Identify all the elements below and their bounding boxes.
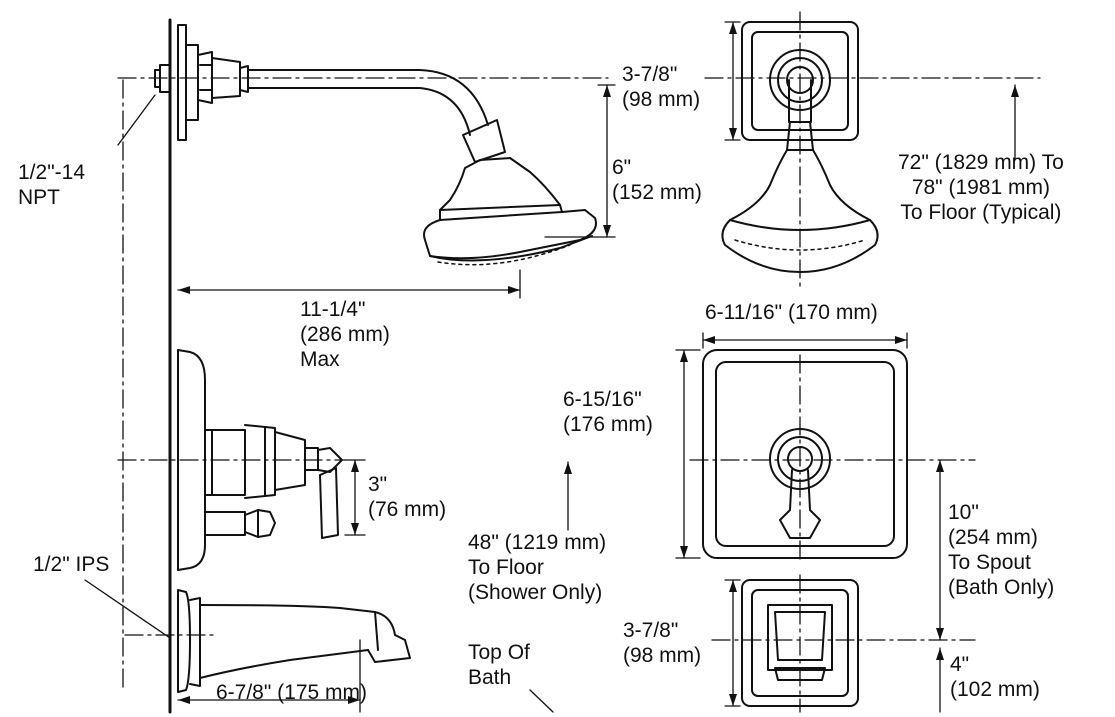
label-valve-floor-line1: 48" (1219 mm)	[468, 531, 607, 554]
spout-side	[177, 589, 411, 693]
shower-arm-side	[154, 24, 597, 266]
label-spout-drop-line3: To Spout	[948, 551, 1031, 574]
spout-front	[741, 579, 859, 707]
label-head-floor-line3: To Floor (Typical)	[900, 201, 1062, 224]
label-top-of-bath-line2: Bath	[468, 666, 512, 689]
label-spout-drop-line4: (Bath Only)	[948, 576, 1055, 599]
label-head-plate: 3-7/8" (98 mm)	[622, 62, 700, 112]
label-spout-reach: 6-7/8" (175 mm)	[216, 681, 367, 704]
label-trim-height-line1: 6-15/16"	[563, 388, 642, 411]
valve-side	[177, 349, 343, 571]
label-valve-floor: 48" (1219 mm) To Floor (Shower Only)	[468, 530, 606, 605]
trim-front	[702, 349, 908, 559]
label-arm-height-line2: (152 mm)	[612, 181, 702, 204]
label-arm-reach: 11-1/4" (286 mm) Max	[300, 297, 390, 372]
dimension-lines	[84, 21, 1016, 713]
label-valve-floor-line3: (Shower Only)	[468, 581, 603, 604]
label-npt-line1: 1/2"-14	[18, 161, 85, 184]
label-head-floor-line1: 72" (1829 mm) To	[898, 151, 1064, 174]
label-spout-drop-line2: (254 mm)	[948, 526, 1038, 549]
label-head-floor: 72" (1829 mm) To 78" (1981 mm) To Floor …	[898, 150, 1064, 225]
centerlines	[117, 11, 1041, 713]
label-npt-line2: NPT	[18, 186, 60, 209]
label-ips: 1/2" IPS	[33, 553, 110, 576]
label-bath-height: 4" (102 mm)	[950, 652, 1040, 702]
label-spout-plate-line1: 3-7/8"	[623, 619, 679, 642]
label-handle-drop-line2: (76 mm)	[368, 498, 447, 521]
label-handle-drop: 3" (76 mm)	[368, 472, 446, 522]
label-arm-height-line1: 6"	[612, 156, 632, 179]
label-bath-height-line1: 4"	[950, 653, 970, 676]
label-head-floor-line2: 78" (1981 mm)	[911, 176, 1050, 199]
label-head-plate-line1: 3-7/8"	[622, 63, 678, 86]
label-trim-width: 6-11/16" (170 mm)	[705, 301, 878, 324]
label-head-plate-line2: (98 mm)	[622, 88, 701, 111]
label-npt: 1/2"-14 NPT	[18, 160, 85, 210]
label-spout-drop: 10" (254 mm) To Spout (Bath Only)	[948, 500, 1054, 600]
label-spout-plate: 3-7/8" (98 mm)	[623, 618, 701, 668]
label-trim-height: 6-15/16" (176 mm)	[563, 387, 653, 437]
label-trim-height-line2: (176 mm)	[563, 413, 653, 436]
label-handle-drop-line1: 3"	[368, 473, 388, 496]
arrowheads	[178, 22, 1019, 706]
label-top-of-bath-line1: Top Of	[468, 641, 530, 664]
label-valve-floor-line2: To Floor	[468, 556, 544, 579]
label-arm-reach-line3: Max	[300, 348, 340, 371]
label-arm-reach-line1: 11-1/4"	[300, 298, 366, 321]
label-bath-height-line2: (102 mm)	[950, 678, 1040, 701]
label-arm-height: 6" (152 mm)	[612, 155, 702, 205]
label-top-of-bath: Top Of Bath	[468, 640, 530, 690]
label-spout-plate-line2: (98 mm)	[623, 644, 702, 667]
shower-front	[721, 21, 879, 273]
label-spout-drop-line1: 10"	[948, 501, 979, 524]
label-arm-reach-line2: (286 mm)	[300, 323, 390, 346]
